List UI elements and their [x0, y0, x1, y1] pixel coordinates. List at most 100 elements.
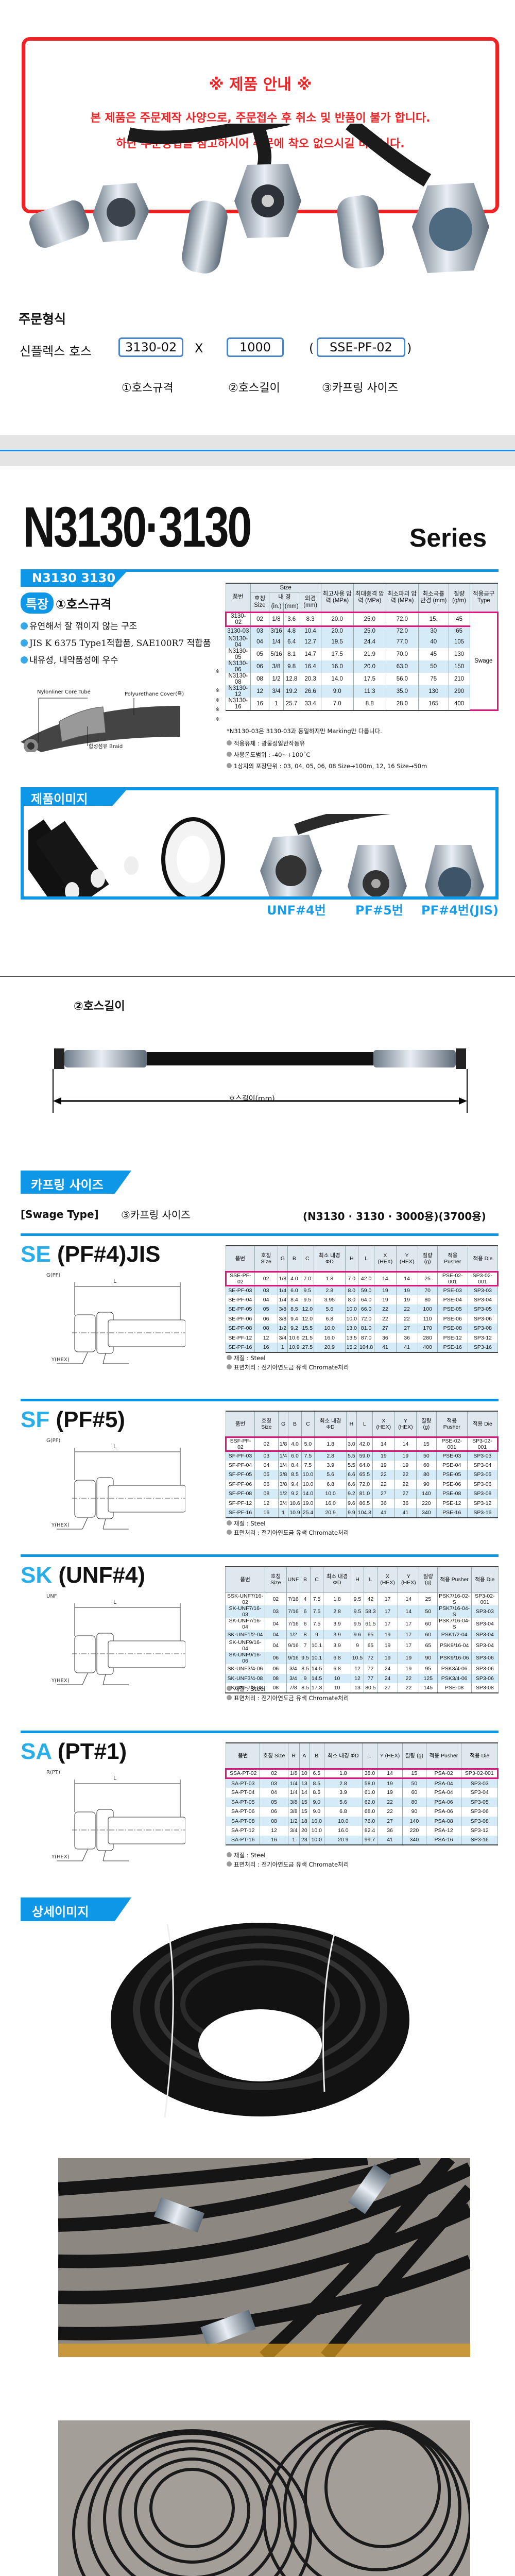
diagram-labels: UNF	[46, 1594, 57, 1599]
hose-spec-box: 3130-02	[118, 337, 184, 357]
hose-tubes-image	[28, 819, 139, 896]
diagram-label-core: Nylonliner Core Tube	[37, 689, 91, 695]
dimension-label: 호스길이(mm)	[229, 1095, 275, 1103]
hose-coil-image	[111, 1923, 409, 2117]
hose-construction-diagram	[21, 698, 180, 752]
bullet-icon	[21, 639, 28, 647]
diagram-label-length: L	[113, 1599, 117, 1605]
table-footnote: *N3130-03은 3130-03과 동일하지만 Marking만 다릅니다.	[227, 727, 382, 735]
bullet-icon	[21, 622, 28, 630]
section-rule	[21, 1399, 499, 1401]
hose-spec-table: 품번 Size 최고사용 압력 (MPa) 최대충격 압력 (MPa) 최소파괴…	[225, 583, 499, 711]
row-marks: ※ ※※ ※※	[215, 669, 220, 722]
diagram-label-hex: Y(HEX)	[52, 1522, 70, 1528]
coupling-heading: ③카프링 사이즈	[121, 1209, 191, 1221]
divider	[0, 976, 515, 977]
section-rule	[21, 1554, 499, 1557]
swage-type-label: [Swage Type]	[21, 1208, 99, 1221]
coupling-title: SE (PF#4)JIS	[21, 1242, 161, 1267]
hose-coils-photo	[58, 2420, 470, 2576]
section-tag-detail: 상세이미지	[21, 1897, 131, 1921]
label-coupling-size: ③카프링 사이즈	[322, 382, 399, 395]
hose-cross-section-image	[161, 817, 225, 896]
coupling-size-box: SSE-PF-02	[317, 337, 405, 357]
bullet-icon	[21, 656, 28, 664]
series-suffix: Series	[409, 523, 487, 552]
section-rule	[21, 569, 499, 572]
coupling-dimension-diagram	[57, 1448, 185, 1530]
notice-title: ※ 제품 안내 ※	[209, 76, 312, 94]
feature-pill: 특장	[21, 592, 54, 614]
hose-assemblies-photo	[58, 2158, 470, 2357]
feature-item: JIS K 6375 Type1적합품, SAE100R7 적합품	[21, 635, 211, 652]
diagram-label-braid: 합성섬유 Braid	[89, 744, 123, 750]
diagram-label-cover: Polyurethane Cover(흑)	[125, 691, 184, 697]
bullet-icon	[227, 763, 232, 768]
times-sign: X	[195, 341, 203, 355]
bullet-icon	[227, 1852, 232, 1857]
coupling-title: SK (UNF#4)	[21, 1563, 146, 1588]
bullet-icon	[227, 752, 232, 757]
diagram-labels: G(PF)	[46, 1273, 61, 1278]
hose-length-diagram	[53, 1048, 468, 1113]
hero-fittings-image	[29, 124, 489, 274]
bullet-icon	[227, 1530, 232, 1535]
open-paren: (	[309, 341, 314, 355]
diagram-label-hex: Y(HEX)	[52, 1357, 70, 1363]
applies-to-label: (N3130 · 3130 · 3000용)(3700용)	[303, 1210, 486, 1223]
caption-pf4-jis: PF#4번(JIS)	[421, 903, 499, 918]
bullet-icon	[227, 1685, 232, 1691]
hose-length-heading: ②호스길이	[74, 1000, 125, 1013]
close-paren: )	[407, 341, 412, 355]
diagram-label-hex: Y(HEX)	[52, 1854, 70, 1860]
section-tag-n3130: N3130 3130	[21, 569, 129, 587]
product-image-frame	[21, 787, 499, 900]
bullet-icon	[227, 1520, 232, 1526]
series-title: N3130·3130	[23, 496, 252, 559]
bullet-icon	[227, 1364, 232, 1369]
coupling-title: SA (PT#1)	[21, 1739, 127, 1764]
diagram-label-length: L	[113, 1278, 117, 1284]
feature-item: 내유성, 내약품성에 우수	[21, 652, 211, 669]
diagram-labels: G(PF)	[46, 1438, 61, 1444]
coupling-dimension-diagram	[57, 1780, 185, 1861]
